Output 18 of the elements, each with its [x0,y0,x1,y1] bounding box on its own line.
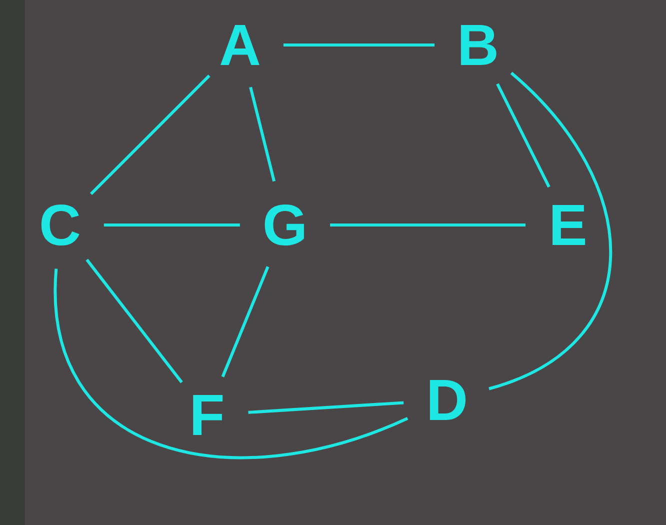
edge-line [330,224,526,226]
vertex-label: D [430,380,466,420]
edge-line [249,86,276,182]
edge-line [488,72,612,390]
edge-line [221,266,270,378]
edge-line [86,258,183,384]
edge-line [90,74,210,196]
vertex-label: C [41,204,80,246]
edge-line [54,268,408,460]
vertex-label: F [193,395,223,435]
vertex-label: G [264,204,304,246]
edge-line [496,83,550,188]
vertex-label: E [552,205,586,245]
vertex-label: A [220,25,260,65]
edge-line [248,401,404,414]
vertex-label: B [460,25,496,65]
edge-line [104,224,240,226]
edge-line [283,44,435,46]
